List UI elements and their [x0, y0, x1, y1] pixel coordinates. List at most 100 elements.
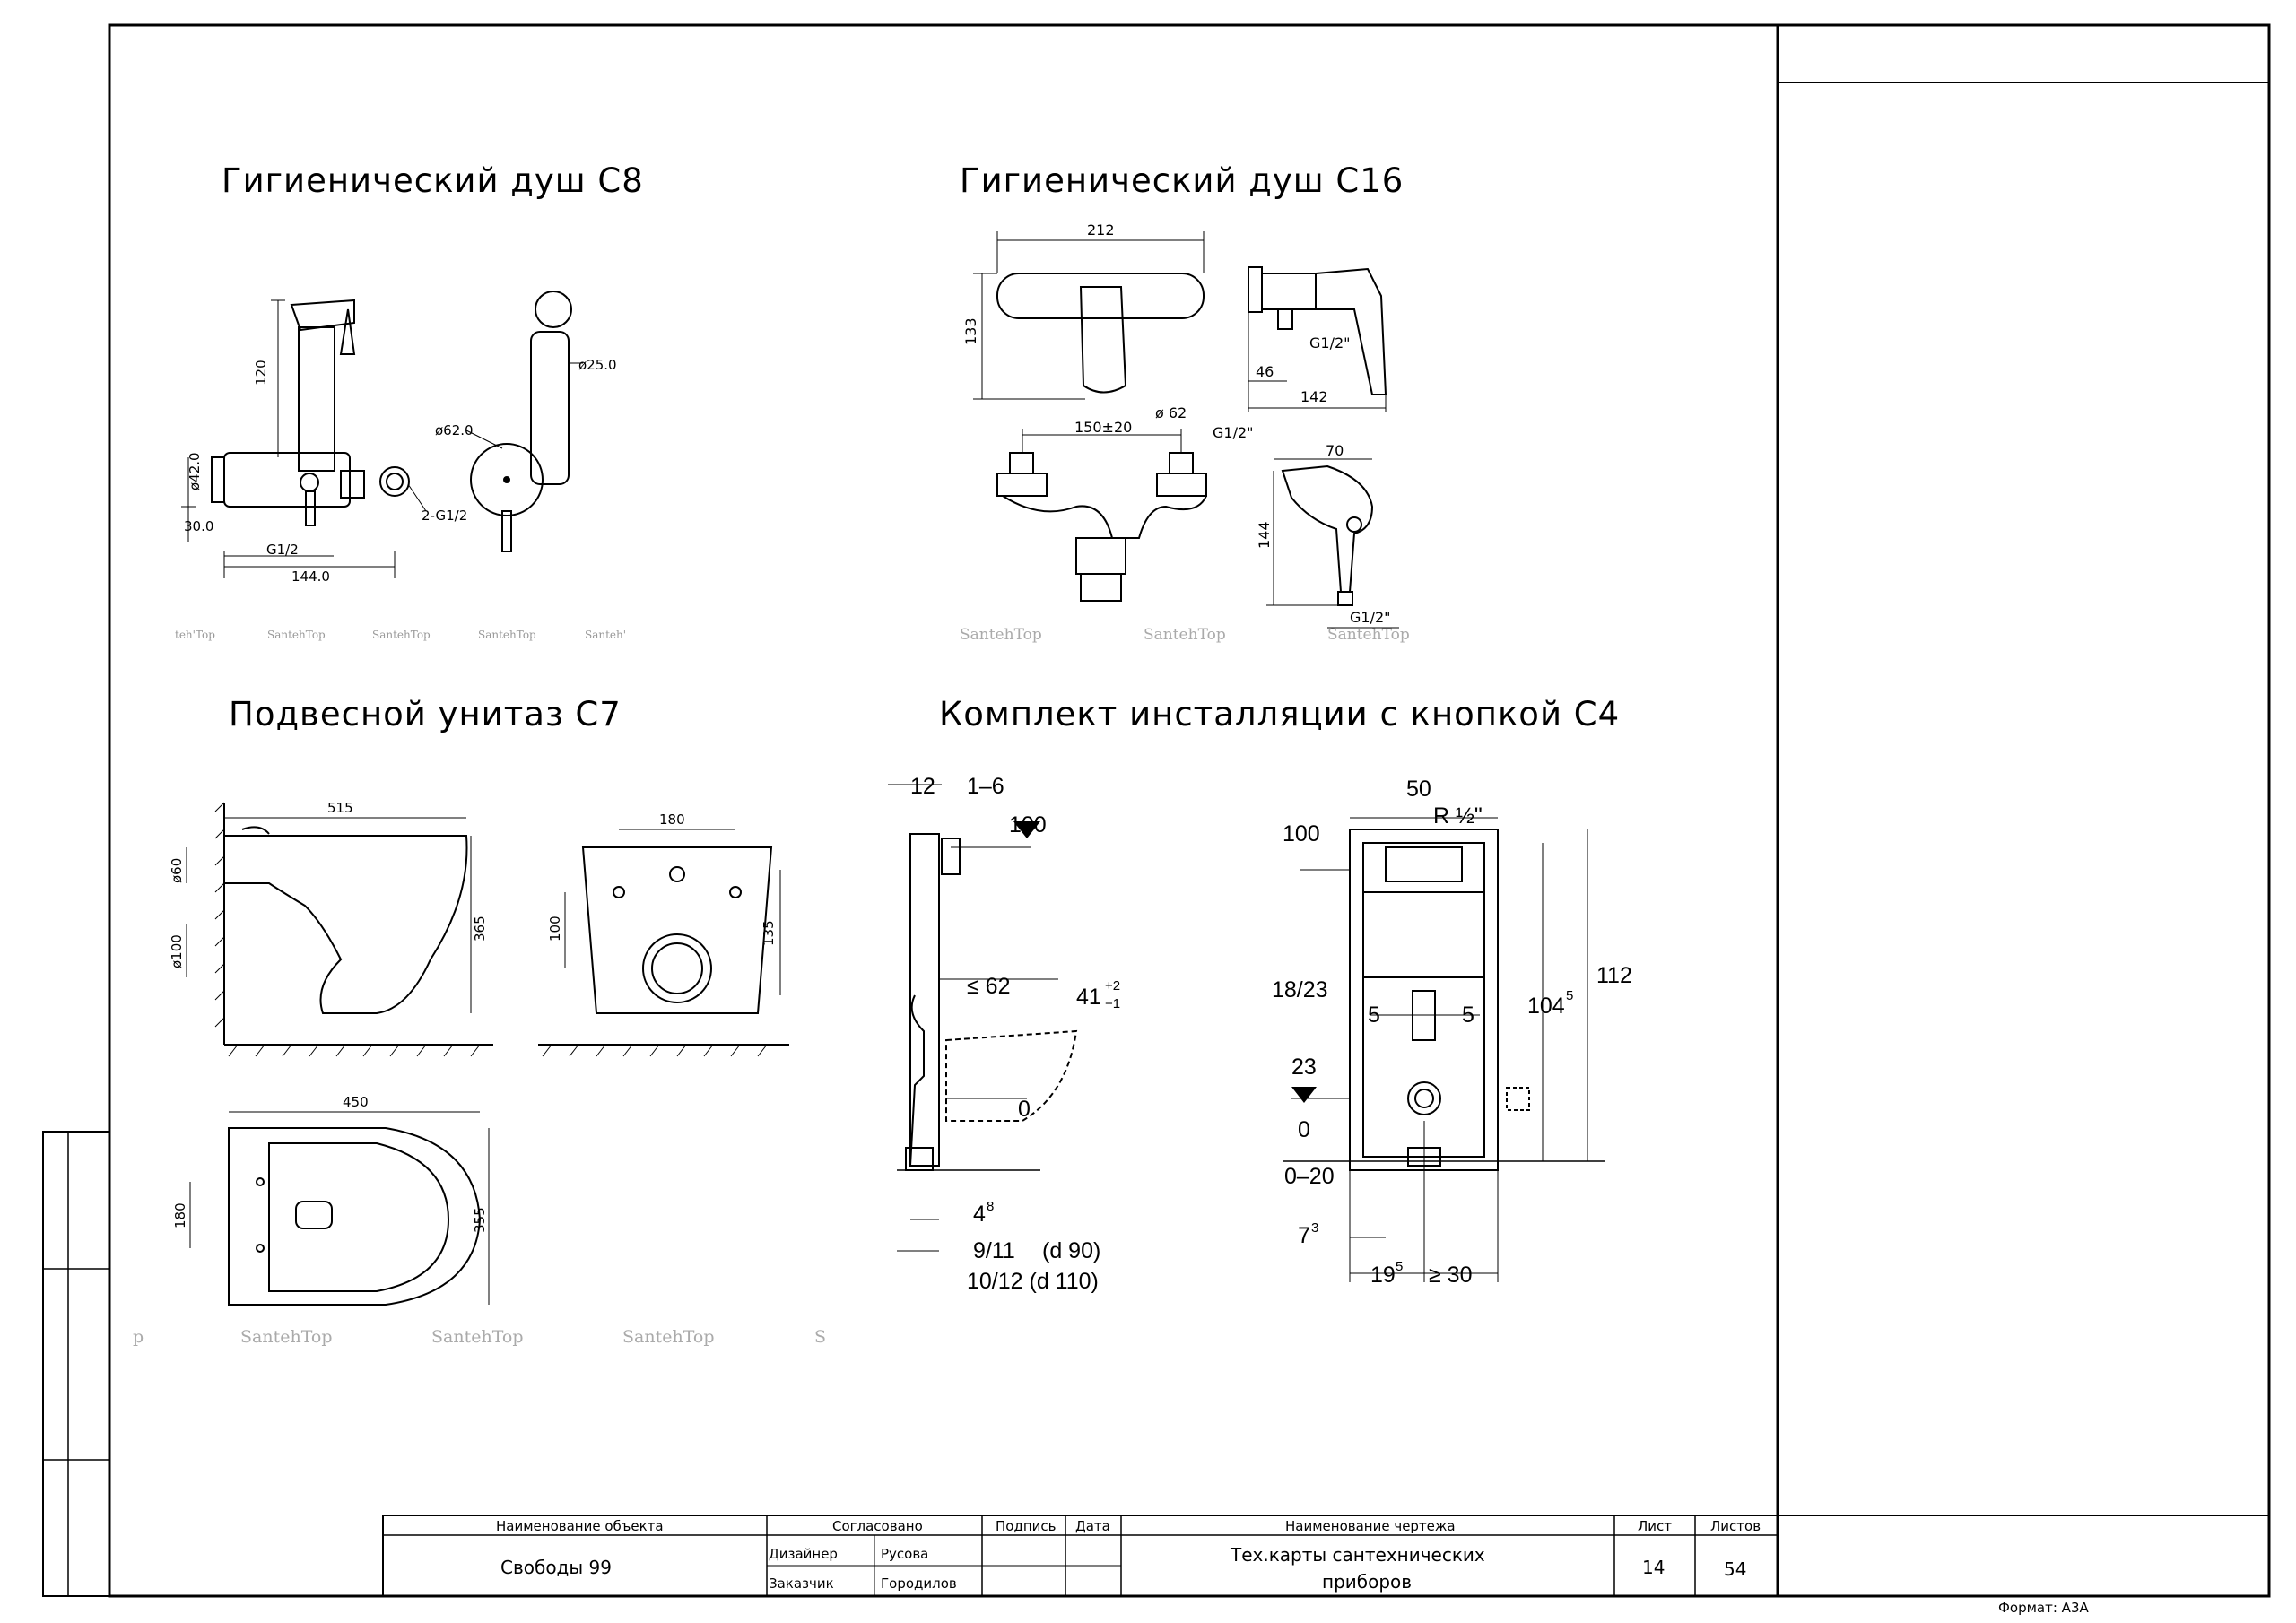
c8-dim-labels: 120 ø25.0 ø62.0 ø42.0 30.0 G1/2 2-G1/2 1… — [184, 357, 617, 585]
c4-left-dim-4: 4 — [973, 1202, 986, 1227]
c16-drawing — [973, 231, 1399, 629]
c4-left-dim-4-sup: 8 — [987, 1199, 994, 1214]
c7-dim-450: 450 — [343, 1094, 369, 1110]
c4-right-labels: 50 R ½" 100 18/23 5 5 104 5 112 23 0 0–2… — [1272, 777, 1632, 1288]
svg-text:SantehTop: SantehTop — [960, 626, 1042, 644]
tb-header-drawing: Наименование чертежа — [1285, 1518, 1456, 1534]
c8-dim-d42: ø42.0 — [187, 452, 203, 490]
c8-dim-2g12: 2-G1/2 — [422, 508, 467, 524]
c4-right-dim-5b: 5 — [1462, 1002, 1474, 1028]
c4-right-dim-1045: 104 — [1527, 994, 1565, 1019]
c7-dim-365: 365 — [472, 916, 488, 942]
c4-right-dim-50: 50 — [1406, 777, 1431, 802]
c16-dim-70: 70 — [1326, 442, 1344, 459]
tb-header-date: Дата — [1075, 1518, 1110, 1534]
svg-text:SantehTop: SantehTop — [478, 629, 536, 641]
c4-right-dim-195: 19 — [1370, 1263, 1396, 1288]
c8-dim-120: 120 — [253, 360, 269, 386]
c16-dim-g12-a: G1/2" — [1309, 334, 1351, 352]
c4-left-dim-0: 0 — [1018, 1097, 1031, 1122]
svg-text:SantehTop: SantehTop — [431, 1327, 524, 1347]
tb-sheets-total: 54 — [1724, 1558, 1747, 1580]
c16-dim-150: 150±20 — [1074, 419, 1132, 436]
c4-left-dim-41-sub: −1 — [1105, 996, 1120, 1011]
tb-header-sheets: Листов — [1710, 1518, 1761, 1534]
c16-dim-labels: 212 133 G1/2" 46 142 150±20 ø 62 G1/2" 7… — [962, 221, 1391, 626]
svg-text:S: S — [814, 1327, 826, 1347]
c4-left-dim-100: 100 — [1009, 812, 1047, 838]
c7-drawing — [186, 802, 789, 1306]
c4-right-dim-73-sup: 3 — [1311, 1220, 1318, 1236]
title-c8: Гигиенический душ С8 — [222, 161, 644, 200]
title-c16: Гигиенический душ С16 — [960, 161, 1405, 200]
tb-header-sign: Подпись — [996, 1518, 1057, 1534]
sheet-frame — [108, 23, 2271, 1598]
svg-text:SantehTop: SantehTop — [240, 1327, 333, 1347]
c4-right-dim-112: 112 — [1596, 963, 1632, 988]
c4-right-dim-100: 100 — [1283, 821, 1320, 846]
c8-drawing — [181, 291, 583, 578]
c7-dim-d60: ø60 — [169, 858, 185, 883]
c4-left-dim-d90: (d 90) — [1042, 1238, 1100, 1263]
c16-dim-142: 142 — [1300, 388, 1328, 405]
tb-drawing-name-1: Тех.карты сантехнических — [1231, 1544, 1485, 1566]
c4-left-dim-911: 9/11 — [973, 1238, 1015, 1263]
c8-dim-d25: ø25.0 — [578, 357, 617, 373]
tb-name-client: Городилов — [881, 1575, 957, 1592]
c8-dim-30: 30.0 — [184, 518, 213, 534]
c16-dim-g12-b: G1/2" — [1213, 424, 1254, 441]
c7-dim-labels: 515 ø60 ø100 365 180 100 135 450 180 355 — [169, 800, 777, 1233]
c16-dim-133: 133 — [962, 317, 979, 345]
svg-text:teh'Top: teh'Top — [175, 629, 215, 641]
c4-left-labels: 12 1–6 100 ≤ 62 41 +2 −1 0 4 8 9/11 (d 9… — [910, 774, 1120, 1294]
tb-object-name: Свободы 99 — [500, 1557, 612, 1578]
c7-dim-180b: 180 — [172, 1202, 188, 1228]
c4-left-dim-1-6: 1–6 — [967, 774, 1004, 799]
tb-header-object: Наименование объекта — [496, 1518, 664, 1534]
c8-dim-144: 144.0 — [291, 568, 330, 585]
c4-right-dim-195-sup: 5 — [1396, 1259, 1403, 1274]
svg-text:p: p — [133, 1327, 144, 1347]
c4-left-dim-41-sup: +2 — [1105, 978, 1120, 994]
c16-watermarks: SantehTop SantehTop SantehTop — [960, 626, 1410, 644]
c4-left-dim-1012: 10/12 (d 110) — [967, 1269, 1099, 1294]
c7-dim-d100: ø100 — [169, 934, 185, 968]
c4-right-dim-73: 7 — [1298, 1223, 1310, 1248]
c4-drawing — [888, 784, 1605, 1282]
c16-dim-g12-c: G1/2" — [1350, 609, 1391, 626]
c7-dim-355: 355 — [472, 1207, 488, 1233]
c4-triangles — [1013, 821, 1317, 1103]
c16-dim-d62: ø 62 — [1155, 404, 1187, 421]
c4-right-dim-1045-sup: 5 — [1566, 988, 1573, 1003]
c7-dim-180: 180 — [659, 812, 685, 828]
svg-text:SantehTop: SantehTop — [622, 1327, 715, 1347]
c8-watermarks: teh'Top SantehTop SantehTop SantehTop Sa… — [175, 629, 626, 641]
c4-left-dim-12: 12 — [910, 774, 935, 799]
tb-name-designer: Русова — [881, 1546, 929, 1562]
svg-text:Santeh': Santeh' — [585, 629, 626, 641]
tb-header-sheet: Лист — [1638, 1518, 1673, 1534]
svg-text:SantehTop: SantehTop — [1144, 626, 1226, 644]
tb-drawing-name-2: приборов — [1322, 1571, 1413, 1593]
c4-right-dim-1823: 18/23 — [1272, 977, 1328, 1002]
svg-text:SantehTop: SantehTop — [267, 629, 326, 641]
c4-left-dim-41: 41 — [1076, 985, 1101, 1010]
c7-dim-135: 135 — [761, 920, 777, 946]
c7-watermarks: p SantehTop SantehTop SantehTop S — [133, 1327, 826, 1347]
c4-right-dim-0: 0 — [1298, 1117, 1310, 1142]
c8-dim-d62: ø62.0 — [435, 422, 474, 438]
svg-text:SantehTop: SantehTop — [1327, 626, 1410, 644]
c16-dim-46: 46 — [1256, 363, 1274, 380]
svg-text:SantehTop: SantehTop — [372, 629, 430, 641]
c16-dim-212: 212 — [1087, 221, 1115, 239]
c4-left-dim-62: ≤ 62 — [967, 974, 1010, 999]
title-c4: Комплект инсталляции с кнопкой С4 — [939, 695, 1621, 733]
tb-role-designer: Дизайнер — [769, 1546, 838, 1562]
c8-dim-g12: G1/2 — [266, 542, 299, 558]
c4-right-dim-30: ≥ 30 — [1429, 1263, 1472, 1288]
c4-right-dim-5a: 5 — [1368, 1002, 1380, 1028]
c16-dim-144: 144 — [1256, 521, 1273, 549]
tb-role-client: Заказчик — [769, 1575, 834, 1592]
c7-dim-515: 515 — [327, 800, 353, 816]
